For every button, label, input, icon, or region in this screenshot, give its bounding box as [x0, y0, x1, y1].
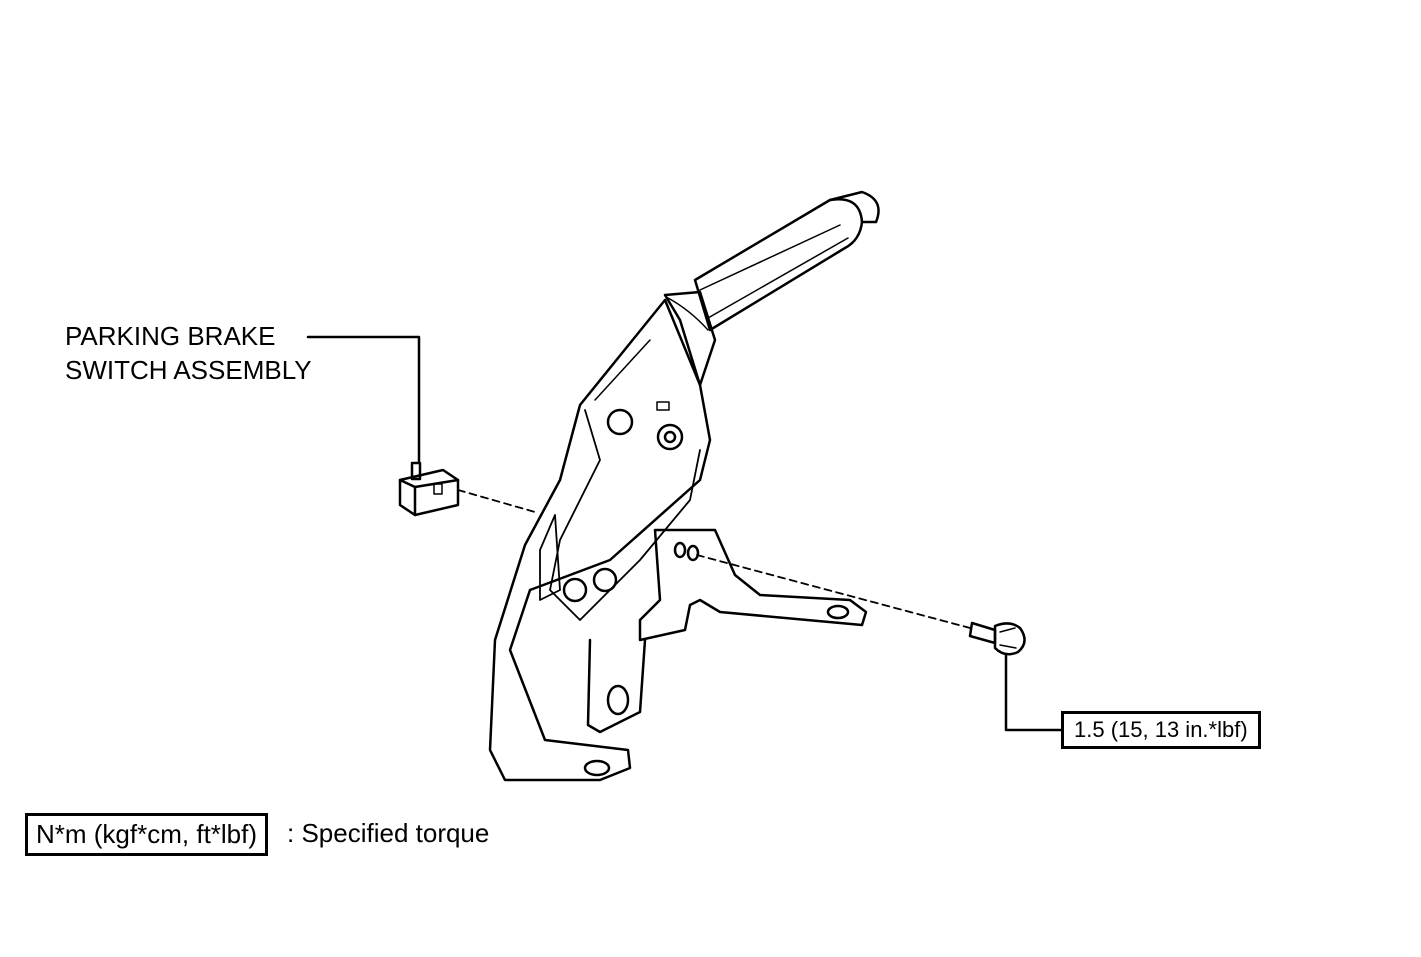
legend-description: : Specified torque [287, 818, 490, 848]
switch-label-line1: PARKING BRAKE [65, 321, 276, 351]
lever-body [488, 298, 712, 782]
switch-label-line2: SWITCH ASSEMBLY [65, 355, 312, 385]
legend-unit-box: N*m (kgf*cm, ft*lbf) [25, 813, 269, 856]
bolt-torque-callout: 1.5 (15, 13 in.*lbf) [1061, 711, 1261, 749]
switch-assembly-label: PARKING BRAKE SWITCH ASSEMBLY [65, 319, 312, 387]
bolt-dashed-line [696, 554, 971, 629]
lever-grip [663, 190, 880, 387]
bolt-leader-line [1004, 653, 1063, 732]
mounting-bracket [586, 528, 868, 734]
parking-brake-switch [398, 461, 460, 517]
switch-dashed-line [457, 489, 536, 513]
bolt [968, 621, 1026, 656]
switch-leader-line [306, 335, 421, 465]
